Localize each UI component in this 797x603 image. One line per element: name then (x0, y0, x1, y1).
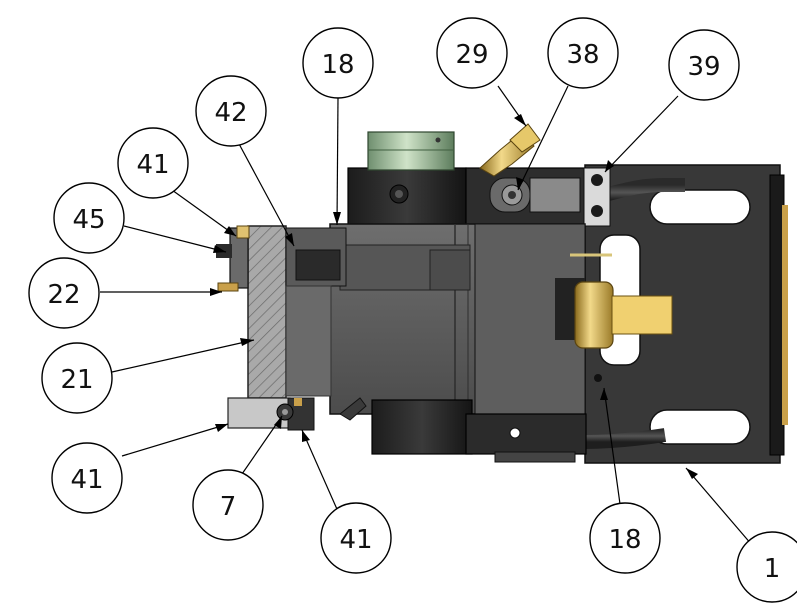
valve-block (465, 167, 611, 227)
balloon-41-left: 41 (51, 442, 123, 514)
leader-arrowheads (210, 114, 698, 479)
balloon-18-top: 18 (302, 27, 374, 99)
balloon-7: 7 (192, 469, 264, 541)
leader-21 (111, 339, 255, 373)
balloon-label: 1 (764, 554, 781, 584)
balloon-label: 41 (136, 150, 169, 180)
machine-assembly (216, 123, 788, 464)
balloon-21: 21 (41, 342, 113, 414)
balloon-label: 7 (220, 492, 237, 522)
balloon-29: 29 (436, 17, 508, 89)
leader-41-bottom (301, 429, 341, 517)
leader-18-top (336, 97, 339, 226)
leader-1 (685, 467, 759, 553)
main-body (329, 223, 612, 415)
balloon-label: 38 (566, 40, 599, 70)
leader-41-left (121, 423, 229, 457)
balloon-1: 1 (736, 531, 797, 603)
balloon-label: 45 (72, 205, 105, 235)
balloon-39: 39 (668, 29, 740, 101)
balloon-label: 39 (687, 52, 720, 82)
balloon-38: 38 (547, 17, 619, 89)
balloon-label: 21 (60, 365, 93, 395)
section-plate (247, 225, 347, 399)
slot-holes (649, 189, 751, 445)
balloon-label: 18 (608, 525, 641, 555)
balloon-42: 42 (195, 75, 267, 147)
balloon-41-bottom: 41 (320, 502, 392, 574)
leader-42 (237, 141, 295, 247)
lower-base (339, 397, 587, 463)
leader-lines (100, 85, 759, 553)
balloon-45: 45 (53, 182, 125, 254)
top-cylinder (347, 167, 467, 231)
balloon-22: 22 (28, 257, 100, 329)
balloon-41-top: 41 (117, 127, 189, 199)
leader-38 (517, 85, 569, 191)
green-cap (367, 131, 455, 171)
leader-39 (604, 95, 679, 173)
brass-slide (555, 278, 673, 349)
balloon-18-bottom: 18 (589, 502, 661, 574)
balloon-label: 18 (321, 50, 354, 80)
leader-41-top (171, 189, 237, 237)
balloon-label: 22 (47, 280, 80, 310)
brass-fitting (479, 123, 541, 177)
balloon-label: 29 (455, 40, 488, 70)
balloon-label: 42 (214, 98, 247, 128)
balloon-label: 41 (339, 525, 372, 555)
leader-18-bottom (603, 387, 621, 505)
balloon-label: 41 (70, 465, 103, 495)
leader-45 (123, 225, 227, 253)
